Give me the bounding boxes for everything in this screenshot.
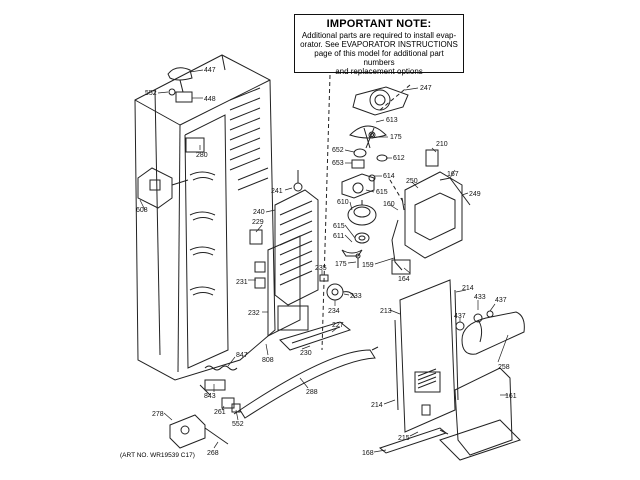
evaporator-coil (275, 170, 318, 305)
callout-261: 261 (214, 409, 226, 416)
bottom-hinge (170, 415, 228, 448)
callout-552-bottom: 552 (232, 421, 244, 428)
callout-611: 611 (333, 233, 344, 240)
callout-233: 233 (350, 293, 362, 300)
callout-652: 652 (332, 147, 344, 154)
callout-214-bottom: 214 (371, 402, 383, 409)
callout-164: 164 (398, 276, 410, 283)
duct-panel (395, 280, 458, 432)
lower-cover (440, 368, 520, 460)
callout-268: 268 (207, 450, 219, 457)
threshold-bar (380, 428, 448, 453)
callout-613: 613 (386, 117, 398, 124)
callout-240: 240 (253, 209, 265, 216)
callout-612: 612 (393, 155, 405, 162)
control-box (138, 168, 188, 208)
callout-610: 610 (337, 199, 349, 206)
callout-235: 235 (315, 265, 327, 272)
callout-227: 227 (332, 322, 344, 329)
fan-blade (350, 126, 386, 148)
callout-808: 808 (262, 357, 274, 364)
hinge-bottom (222, 398, 240, 412)
callout-653: 653 (332, 160, 344, 167)
important-note-box: IMPORTANT NOTE: Additional parts are req… (294, 14, 464, 76)
callout-175-mid: 175 (335, 261, 347, 268)
spring-assembly (200, 366, 237, 395)
callout-433: 433 (474, 294, 486, 301)
callout-615-mid: 615 (333, 223, 345, 230)
callout-215: 215 (398, 435, 410, 442)
callout-210: 210 (436, 141, 448, 148)
note-line: orator. See EVAPORATOR INSTRUCTIONS (300, 40, 458, 49)
screws (356, 134, 374, 269)
fan-shroud-top (353, 87, 408, 115)
cabinet-frame (135, 55, 275, 380)
callout-250: 250 (406, 178, 418, 185)
note-line: and replacement options (335, 67, 423, 76)
callout-288: 288 (306, 389, 318, 396)
callout-160: 160 (383, 201, 395, 208)
fan-motor-mount (342, 174, 375, 198)
fan-motor-parts (352, 149, 387, 168)
hinge-assembly (168, 68, 192, 102)
callout-249: 249 (469, 191, 481, 198)
defrost-heater (234, 347, 378, 418)
callout-258: 258 (498, 364, 510, 371)
note-line: page of this model for additional part n… (314, 49, 444, 67)
callout-843: 843 (204, 393, 216, 400)
note-body: Additional parts are required to install… (295, 31, 463, 76)
leader-lines (140, 70, 508, 452)
note-line: Additional parts are required to install… (301, 31, 457, 40)
callout-230: 230 (300, 350, 312, 357)
callout-448: 448 (204, 96, 216, 103)
callout-159: 159 (362, 262, 374, 269)
callout-847: 847 (236, 352, 248, 359)
callout-241: 241 (271, 188, 283, 195)
callout-247: 247 (420, 85, 432, 92)
callout-161: 161 (505, 393, 517, 400)
note-title: IMPORTANT NOTE: (326, 18, 432, 30)
callout-437-right: 437 (495, 297, 507, 304)
callout-234: 234 (328, 308, 340, 315)
callout-229: 229 (252, 219, 264, 226)
callout-175-top: 175 (390, 134, 402, 141)
callout-278: 278 (152, 411, 164, 418)
callout-437-left: 437 (454, 313, 466, 320)
callout-614: 614 (383, 173, 395, 180)
callout-232: 232 (248, 310, 260, 317)
art-number: (ART NO. WR19539 C17) (120, 452, 195, 459)
callout-280: 280 (196, 152, 208, 159)
air-duct (462, 312, 524, 354)
drain-pan (280, 322, 350, 350)
callout-213: 213 (380, 308, 392, 315)
callout-615-top: 615 (376, 189, 388, 196)
callout-231: 231 (236, 279, 248, 286)
fan-motor (348, 200, 376, 225)
callout-168: 168 (362, 450, 374, 457)
callout-447: 447 (204, 67, 216, 74)
callout-labels: 447 552 448 280 608 247 613 175 652 612 … (136, 67, 517, 457)
callout-608: 608 (136, 207, 148, 214)
ice-maker-housing (392, 150, 470, 274)
callout-214-top: 214 (462, 285, 474, 292)
evaporator-cover (250, 230, 308, 336)
callout-552-top: 552 (145, 90, 157, 97)
callout-167: 167 (447, 171, 459, 178)
